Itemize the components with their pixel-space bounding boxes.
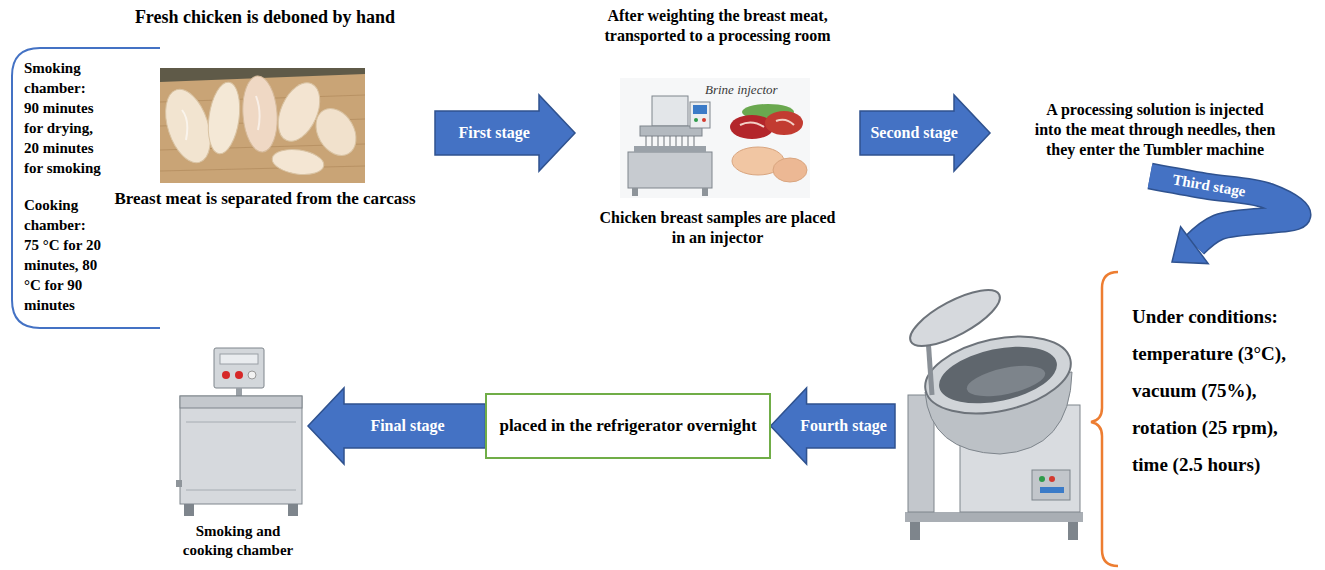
step-heading: After weighting the breast meat, transpo… — [580, 6, 855, 46]
brine-injector-illustration — [628, 152, 712, 188]
block-arrow — [435, 95, 575, 171]
text-slot: First stage — [458, 124, 530, 142]
brine-injector-illustration — [646, 136, 694, 147]
tumbler-illustration — [928, 338, 932, 395]
chicken-photo — [308, 101, 364, 162]
smoking-chamber-illustration — [288, 504, 298, 516]
arrow-label: Final stage — [370, 417, 444, 435]
text-slot: Fourth stage — [800, 417, 887, 435]
brine-injector-illustration — [632, 188, 638, 196]
chicken-photo — [182, 96, 260, 140]
text-slot: Cooking chamber: 75 °C for 20 minutes, 8… — [24, 195, 103, 315]
chicken-photo — [271, 146, 326, 177]
tumbler-illustration — [905, 512, 1083, 522]
image-label: Brine injector — [705, 82, 778, 98]
stage-arrow — [435, 95, 575, 171]
smoking-chamber-illustration — [184, 504, 194, 516]
smoking-chamber-illustration — [186, 422, 296, 490]
tumbler-step: Under conditions: temperature (3°C), vac… — [895, 262, 1320, 568]
tumbler-illustration — [1039, 476, 1045, 482]
tumbler-illustration — [1040, 487, 1064, 493]
arrow-label: Second stage — [870, 124, 958, 142]
step-caption: Chicken breast samples are placed in an … — [595, 208, 840, 248]
arrow-label: First stage — [458, 124, 530, 142]
text-slot: A processing solution is injected into t… — [1032, 100, 1278, 160]
process-step: Fresh chicken is deboned by handBreast m… — [95, 2, 435, 214]
chamber-settings: Cooking chamber: 75 °C for 20 minutes, 8… — [24, 195, 103, 315]
chamber-settings: Smoking chamber: 90 minutes for drying, … — [24, 58, 103, 178]
brine-injector-illustration — [690, 102, 710, 128]
text-slot: Breast meat is separated from the carcas… — [95, 188, 435, 210]
tumbler-illustration — [903, 280, 1083, 540]
stage-arrow — [860, 95, 990, 171]
text-slot: Brine injector — [705, 82, 778, 98]
brine-injector-illustration — [740, 120, 794, 127]
block-arrow — [860, 95, 990, 171]
arrow-label: Fourth stage — [800, 417, 887, 435]
stage-arrow — [771, 388, 895, 464]
text-slot: Under conditions: temperature (3°C), vac… — [1132, 298, 1304, 483]
stage-arrow — [308, 388, 485, 464]
text-slot: Smoking chamber: 90 minutes for drying, … — [24, 58, 103, 178]
brine-injector-illustration — [773, 158, 807, 182]
brine-injector-illustration — [652, 96, 688, 126]
brine-injector-illustration — [702, 188, 708, 196]
text-slot: placed in the refrigerator overnight — [499, 416, 756, 436]
smoking-chamber-illustration — [222, 371, 230, 379]
text-slot: Final stage — [370, 417, 444, 435]
smoking-chamber-illustration — [214, 348, 264, 388]
brine-injector-illustration — [693, 105, 707, 114]
condition-bracket — [1091, 272, 1118, 566]
smoking-chamber-illustration — [220, 354, 258, 364]
arrow-label: Third stage — [1171, 171, 1247, 200]
tumbler-illustration — [1068, 522, 1078, 540]
smoking-chamber-illustration — [180, 396, 302, 408]
text-slot: Second stage — [870, 124, 958, 142]
arrow-head — [1172, 227, 1208, 264]
block-arrow — [771, 388, 895, 464]
step-heading: Fresh chicken is deboned by hand — [95, 6, 435, 28]
smoking-chamber-illustration — [236, 388, 242, 396]
step-caption: Breast meat is separated from the carcas… — [95, 188, 435, 210]
equipment-caption: Smoking and cooking chamber — [178, 522, 298, 560]
tumbler-illustration — [964, 360, 1048, 402]
brine-injector-illustration — [634, 146, 706, 152]
chicken-photo — [157, 68, 365, 183]
text-slot: Third stage — [1171, 171, 1247, 200]
smoking-chamber-illustration — [180, 396, 302, 504]
smoking-chamber-illustration — [248, 371, 256, 379]
brine-injector-illustration — [702, 118, 706, 122]
process-step: After weighting the breast meat, transpo… — [575, 2, 860, 252]
block-arrow — [308, 388, 485, 464]
text-slot: After weighting the breast meat, transpo… — [580, 6, 855, 46]
brine-injector-illustration — [620, 78, 810, 198]
cooking-step: Smoking chamber: 90 minutes for drying, … — [8, 40, 308, 565]
condition-list: Under conditions: temperature (3°C), vac… — [1132, 298, 1304, 483]
smoking-chamber-illustration — [176, 348, 302, 516]
tumbler-illustration — [1049, 476, 1055, 482]
smoking-chamber-illustration — [235, 371, 243, 379]
tumbler-illustration — [1032, 470, 1070, 500]
settings-bracket — [12, 48, 160, 328]
refrigeration-box: placed in the refrigerator overnight — [485, 393, 770, 459]
brine-injector-illustration — [694, 118, 698, 122]
smoking-chamber-illustration — [176, 480, 182, 487]
brine-injector-illustration — [620, 78, 810, 198]
tumbler-illustration — [934, 337, 1062, 413]
chicken-photo — [204, 80, 244, 155]
text-slot: Chicken breast samples are placed in an … — [595, 208, 840, 248]
box-text: placed in the refrigerator overnight — [499, 416, 756, 436]
text-slot: Fresh chicken is deboned by hand — [95, 6, 435, 28]
brine-injector-illustration — [765, 111, 803, 135]
text-slot: Smoking and cooking chamber — [178, 522, 298, 560]
step-description: A processing solution is injected into t… — [1032, 100, 1278, 160]
tumbler-illustration — [903, 280, 1007, 357]
tumbler-illustration — [910, 522, 920, 540]
process-note: A processing solution is injected into t… — [990, 96, 1320, 176]
